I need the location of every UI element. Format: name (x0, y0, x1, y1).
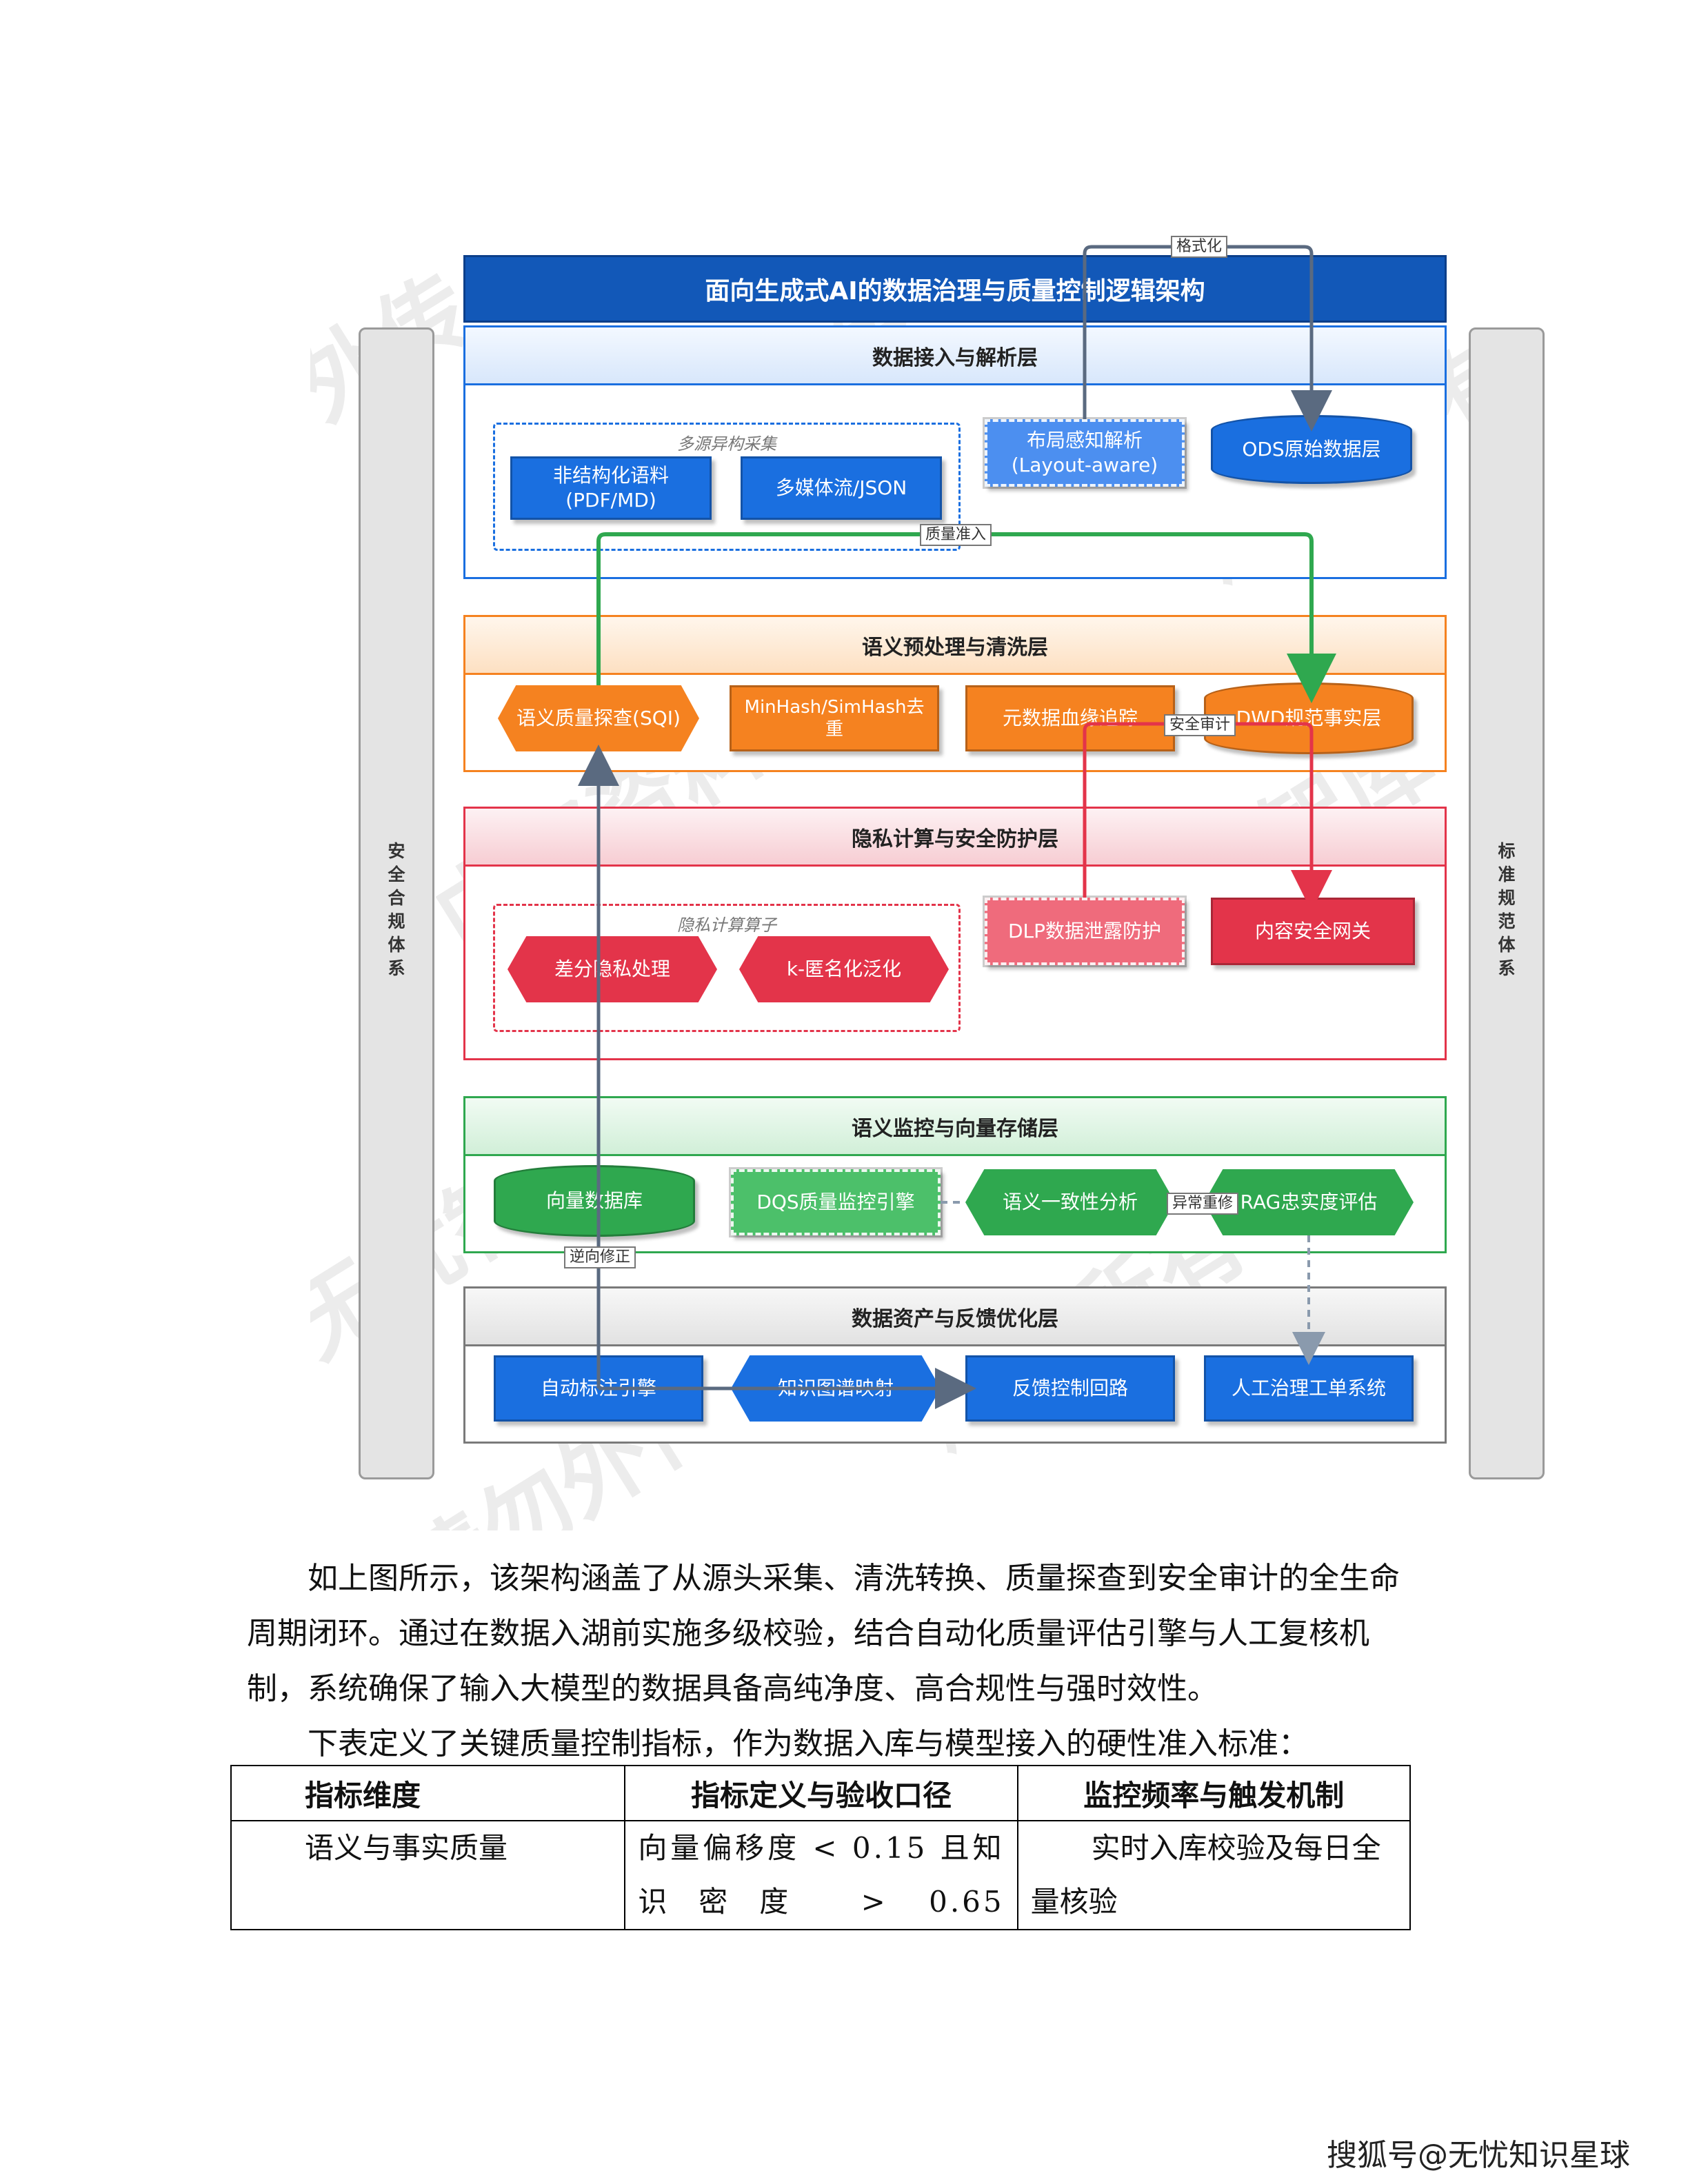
format-connector (1083, 245, 1332, 432)
node-multimedia-json: 多媒体流/JSON (741, 456, 942, 520)
node-unstructured-corpus: 非结构化语料 (PDF/MD) (510, 456, 712, 520)
layer-title: 隐私计算与安全防护层 (465, 809, 1445, 867)
node-lineage: 元数据血缘追踪 (965, 685, 1175, 751)
label-security-audit: 安全审计 (1164, 714, 1236, 736)
header-definition: 指标定义与验收口径 (624, 1765, 1018, 1821)
header-frequency: 监控频率与触发机制 (1016, 1765, 1411, 1821)
footer-credit: 搜狐号@无忧知识星球 (1327, 2138, 1630, 2173)
label-anomaly-rerun: 异常重修 (1167, 1193, 1239, 1215)
node-dqs-engine: DQS质量监控引擎 (729, 1167, 943, 1237)
group-label: 多源异构采集 (677, 434, 776, 454)
table-row: 语义与事实质量 向量偏移度 < 0.15 且知识密度 > 0.65 实时入库校验… (230, 1820, 1411, 1930)
node-layout-aware-parse: 布局感知解析 (Layout-aware) (983, 417, 1187, 489)
group-label: 隐私计算算子 (677, 916, 776, 935)
security-audit-connector (1083, 722, 1332, 911)
right-side-pillar: 标准规范体系 (1469, 327, 1545, 1479)
left-side-text: 安全合规体系 (388, 841, 405, 978)
node-sqi: 语义质量探查(SQI) (498, 685, 699, 751)
left-side-label: 安全合规体系 (361, 840, 432, 980)
layer-title: 语义预处理与清洗层 (465, 617, 1445, 675)
node-rag-faithfulness: RAG忠实度评估 (1204, 1169, 1414, 1235)
node-differential-privacy: 差分隐私处理 (508, 936, 717, 1002)
label-reverse-fix: 逆向修正 (564, 1246, 636, 1268)
cell-dimension: 语义与事实质量 (230, 1820, 626, 1930)
node-k-anonymity: k-匿名化泛化 (739, 936, 949, 1002)
node-semantic-consistency: 语义一致性分析 (965, 1169, 1175, 1235)
quality-metrics-table: 指标维度 指标定义与验收口径 监控频率与触发机制 语义与事实质量 向量偏移度 <… (230, 1765, 1411, 1930)
cell-frequency: 实时入库校验及每日全量核验 (1016, 1820, 1411, 1930)
paragraph-summary: 如上图所示，该架构涵盖了从源头采集、清洗转换、质量探查到安全审计的全生命周期闭环… (247, 1561, 1400, 1706)
node-dlp: DLP数据泄露防护 (983, 896, 1187, 967)
layer-privacy: 隐私计算与安全防护层 隐私计算算子 (463, 807, 1447, 1060)
right-side-label: 标准规范体系 (1471, 840, 1543, 980)
table-header-row: 指标维度 指标定义与验收口径 监控频率与触发机制 (230, 1765, 1411, 1821)
header-dimension: 指标维度 (230, 1765, 626, 1821)
paragraph-table-intro: 下表定义了关键质量控制指标，作为数据入库与模型接入的硬性准入标准： (308, 1726, 1309, 1761)
quality-access-connector (596, 532, 1336, 703)
connectors (578, 245, 1336, 1409)
architecture-diagram: 外传 请勿外传 版权所有 内部资料 ©无忧智库 无忧智库 版权所有 请勿外传 安… (310, 234, 1593, 1530)
group-privacy-operators: 隐私计算算子 (493, 904, 961, 1032)
group-multi-source: 多源异构采集 (493, 423, 961, 551)
layer-title: 数据接入与解析层 (465, 327, 1445, 385)
label-quality-access: 质量准入 (920, 524, 992, 546)
label-format: 格式化 (1171, 236, 1228, 258)
node-manual-ticket: 人工治理工单系统 (1204, 1355, 1414, 1422)
cell-definition: 向量偏移度 < 0.15 且知识密度 > 0.65 (624, 1820, 1018, 1930)
layer-title: 语义监控与向量存储层 (465, 1098, 1445, 1156)
node-minhash: MinHash/SimHash去重 (730, 685, 939, 751)
diagram-title: 面向生成式AI的数据治理与质量控制逻辑架构 (463, 255, 1447, 323)
layer-title: 数据资产与反馈优化层 (465, 1288, 1445, 1346)
left-side-pillar: 安全合规体系 (359, 327, 434, 1479)
right-side-text: 标准规范体系 (1498, 841, 1516, 978)
node-vector-db: 向量数据库 (494, 1165, 695, 1237)
